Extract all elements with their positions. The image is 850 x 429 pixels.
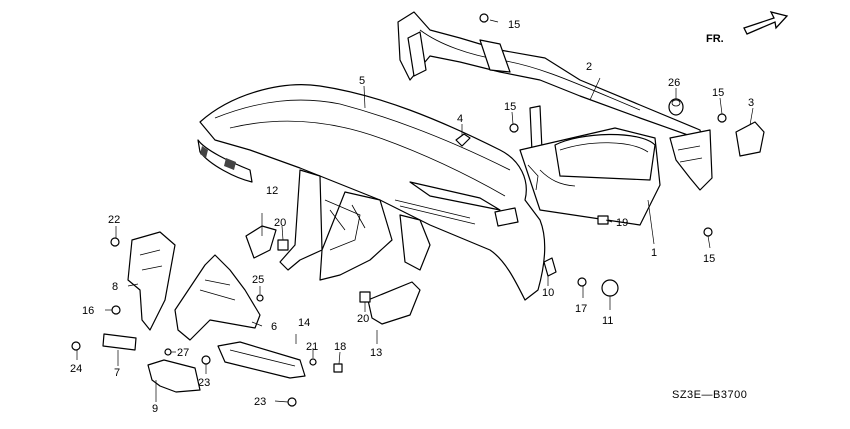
callout-24: 24	[70, 363, 82, 375]
cap-11	[601, 279, 619, 297]
bracket-3	[735, 121, 765, 157]
clip-18	[333, 363, 343, 373]
callout-9: 9	[152, 403, 158, 415]
bracket-6	[174, 254, 261, 341]
bolt-24	[71, 341, 81, 351]
callout-22: 22	[108, 214, 120, 226]
callout-26: 26	[668, 77, 680, 89]
callout-14: 14	[298, 317, 310, 329]
callout-10: 10	[542, 287, 554, 299]
diagram-code: SZ3E—B3700	[672, 389, 747, 401]
callout-8: 8	[112, 281, 118, 293]
cover-13	[367, 281, 421, 325]
bolt-23a	[201, 355, 211, 365]
bolt-15c	[717, 113, 727, 123]
plate-7	[102, 333, 137, 351]
clip-10	[543, 257, 557, 277]
bar-14	[217, 341, 306, 379]
bolt-15b	[509, 123, 519, 133]
clip-20a	[277, 239, 289, 251]
callout-5: 5	[359, 75, 365, 87]
bracket-8	[127, 231, 176, 331]
bolt-16	[111, 305, 121, 315]
instrument-panel	[197, 84, 546, 301]
steering-hanger-beam	[397, 11, 713, 191]
clip-20b	[359, 291, 371, 303]
callout-6: 6	[271, 321, 277, 333]
grommet-26	[668, 98, 684, 116]
fasteners	[71, 13, 727, 407]
bracket-12	[245, 225, 277, 259]
bolt-15d	[703, 227, 713, 237]
front-label: FR.	[706, 33, 724, 45]
callouts: 1 2 3 4 5 6 7 8 9 10 11 12 13 14 15 15 1…	[70, 19, 754, 415]
front-direction-indicator: FR.	[706, 11, 789, 45]
callout-15b: 15	[504, 101, 516, 113]
callout-2: 2	[586, 61, 592, 73]
callout-15c: 15	[712, 87, 724, 99]
bolt-15a	[479, 13, 489, 23]
bolt-22	[110, 237, 120, 247]
callout-4: 4	[457, 113, 463, 125]
callout-21: 21	[306, 341, 318, 353]
callout-16: 16	[82, 305, 94, 317]
front-arrow-icon	[743, 11, 789, 35]
callout-3: 3	[748, 97, 754, 109]
callout-19: 19	[616, 217, 628, 229]
leader-lines	[76, 19, 754, 403]
callout-15d: 15	[703, 253, 715, 265]
callout-20b: 20	[357, 313, 369, 325]
airbag-module	[519, 127, 661, 226]
clip-19	[597, 215, 609, 225]
callout-25: 25	[252, 274, 264, 286]
callout-23a: 23	[198, 377, 210, 389]
callout-20a: 20	[274, 217, 286, 229]
callout-11: 11	[602, 315, 613, 327]
callout-27: 27	[177, 347, 189, 359]
bolt-17	[577, 277, 587, 287]
bolt-27	[164, 348, 172, 356]
callout-17: 17	[575, 303, 587, 315]
callout-13: 13	[370, 347, 382, 359]
callout-1: 1	[651, 247, 657, 259]
callout-15a: 15	[508, 19, 520, 31]
bolt-21	[309, 358, 317, 366]
bracket-9	[147, 359, 201, 393]
callout-18: 18	[334, 341, 346, 353]
bolt-25	[256, 294, 264, 302]
callout-7: 7	[114, 367, 120, 379]
callout-12: 12	[266, 185, 278, 197]
callout-23b: 23	[254, 396, 266, 408]
bolt-23b	[287, 397, 297, 407]
pin-4	[455, 133, 471, 147]
